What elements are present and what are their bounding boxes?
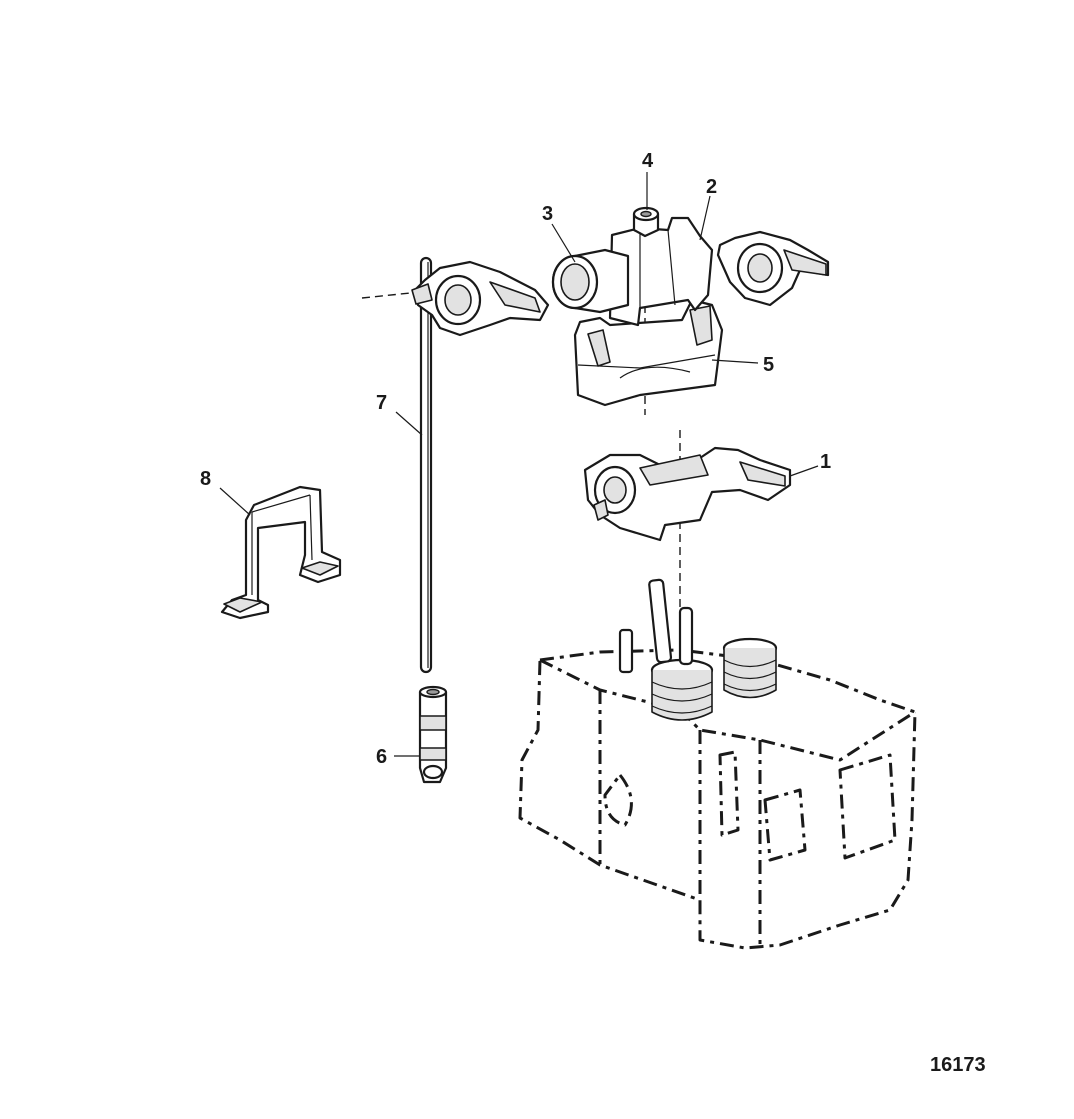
part-4-nut — [632, 206, 660, 238]
callout-7: 7 — [376, 392, 387, 414]
part-2-pedestal — [608, 216, 714, 327]
callout-2: 2 — [706, 176, 717, 198]
part-1-rocker-assembly — [583, 446, 792, 542]
callout-5: 5 — [763, 354, 774, 376]
valve-springs — [618, 578, 778, 721]
cylinder-head — [518, 648, 917, 950]
callout-8: 8 — [200, 468, 211, 490]
callout-6: 6 — [376, 746, 387, 768]
rocker-arm-upper-left — [411, 260, 550, 337]
callout-labels: 1 2 3 4 5 6 7 8 — [200, 150, 831, 768]
part-7-pushrod — [419, 256, 433, 674]
leader-lines — [219, 172, 819, 757]
rocker-arm-upper-right — [716, 230, 830, 307]
part-3-sleeve — [551, 248, 630, 314]
part-5-rocker-support — [573, 298, 724, 407]
callout-4: 4 — [642, 150, 654, 172]
part-8-bracket — [220, 485, 342, 620]
figure-number: 16173 — [930, 1054, 986, 1076]
part-6-lifter — [418, 685, 448, 784]
callout-3: 3 — [542, 203, 553, 225]
callout-1: 1 — [820, 451, 831, 473]
